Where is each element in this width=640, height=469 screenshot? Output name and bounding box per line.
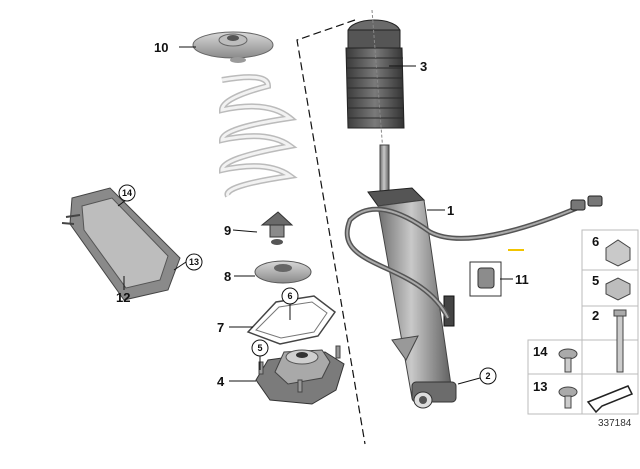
callout-circle-14: 14 bbox=[118, 184, 136, 202]
callout-3: 3 bbox=[420, 59, 427, 74]
svg-text:2: 2 bbox=[485, 371, 490, 381]
legend-label-5: 5 bbox=[592, 273, 599, 288]
svg-text:13: 13 bbox=[189, 257, 199, 267]
callout-10: 10 bbox=[154, 40, 168, 55]
part-9-bump-stop bbox=[260, 211, 294, 245]
callout-1: 1 bbox=[447, 203, 454, 218]
callout-12: 12 bbox=[116, 290, 130, 305]
legend-label-6: 6 bbox=[592, 234, 599, 249]
part-12-cover-plate bbox=[61, 187, 181, 301]
part-7-gasket bbox=[246, 295, 337, 345]
fastener-legend bbox=[527, 229, 639, 415]
screw-14-icon bbox=[558, 348, 578, 373]
callout-11: 11 bbox=[515, 272, 529, 287]
callout-7: 7 bbox=[217, 320, 224, 335]
callout-9: 9 bbox=[224, 223, 231, 238]
sensor-cable bbox=[344, 195, 603, 320]
part-11-connector-box bbox=[469, 261, 502, 297]
coil-spring bbox=[218, 74, 298, 198]
reference-number: 337184 bbox=[598, 418, 632, 429]
nut-5-icon bbox=[605, 277, 631, 301]
callout-circle-6: 6 bbox=[281, 287, 299, 305]
svg-text:14: 14 bbox=[122, 188, 132, 198]
legend-label-13: 13 bbox=[533, 379, 547, 394]
callout-circle-5: 5 bbox=[251, 339, 269, 357]
callout-circle-13: 13 bbox=[185, 253, 203, 271]
part-4-strut-mount bbox=[255, 345, 345, 405]
screw-13-icon bbox=[558, 386, 578, 409]
callout-8: 8 bbox=[224, 269, 231, 284]
svg-text:5: 5 bbox=[257, 343, 262, 353]
legend-label-2: 2 bbox=[592, 308, 599, 323]
bolt-2-icon bbox=[613, 309, 627, 373]
part-8-spring-pad bbox=[254, 260, 312, 284]
part-1-shock-absorber bbox=[367, 9, 457, 409]
part-10-upper-spring-seat bbox=[192, 31, 274, 63]
legend-label-14: 14 bbox=[533, 344, 548, 359]
assembly-group-bracket bbox=[296, 19, 366, 445]
nut-6-icon bbox=[605, 239, 631, 267]
leader-lines bbox=[117, 46, 513, 385]
part-3-protective-boot bbox=[345, 19, 405, 129]
direction-arrow-icon bbox=[586, 385, 634, 414]
callout-circle-2: 2 bbox=[479, 367, 497, 385]
callout-4: 4 bbox=[217, 374, 225, 389]
svg-text:6: 6 bbox=[287, 291, 292, 301]
